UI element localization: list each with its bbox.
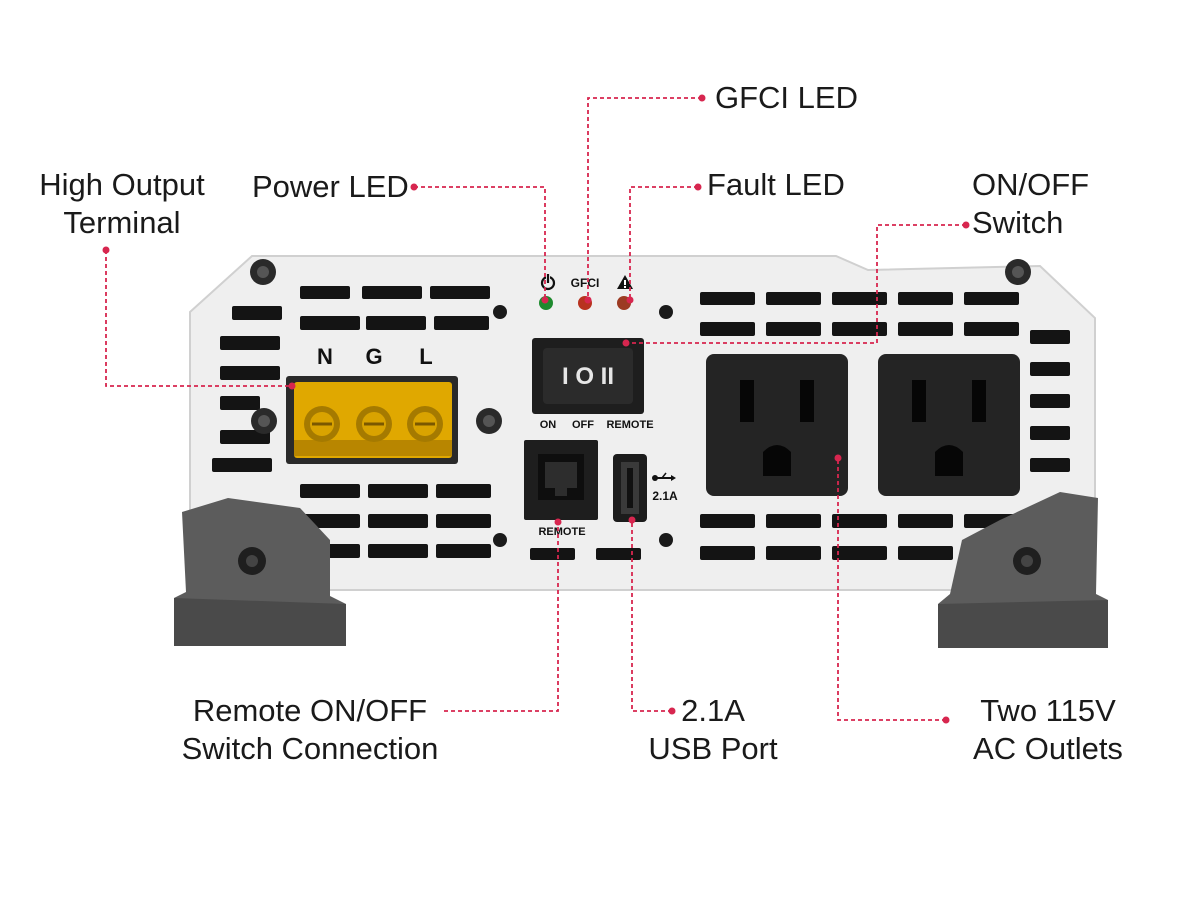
- callout-line: 2.1A: [681, 693, 745, 728]
- callout-power-led: Power LED: [252, 169, 409, 204]
- callout-line: Terminal: [63, 205, 181, 240]
- callout-high-output-terminal: High Output Terminal: [22, 166, 222, 242]
- callout-usb-port: 2.1A USB Port: [640, 692, 786, 768]
- callout-line: Switch: [972, 205, 1064, 240]
- remote-port-label: REMOTE: [538, 526, 585, 538]
- usb-icon: [652, 472, 676, 481]
- callout-line: ON/OFF: [972, 167, 1090, 202]
- svg-text:I O II: I O II: [562, 363, 614, 390]
- power-icon: [540, 274, 556, 291]
- callout-line: AC Outlets: [973, 731, 1123, 766]
- callout-line: Two 115V: [980, 693, 1116, 728]
- right-foot: [938, 492, 1108, 648]
- callout-gfci-led: GFCI LED: [715, 80, 858, 115]
- callout-remote-switch-connection: Remote ON/OFF Switch Connection: [168, 692, 452, 768]
- usb-port[interactable]: [613, 454, 647, 522]
- ac-outlet-right[interactable]: [878, 354, 1020, 496]
- vent-slots: [212, 286, 1070, 560]
- high-output-terminal-block[interactable]: [286, 376, 458, 464]
- terminal-label-g: G: [365, 344, 382, 369]
- usb-rating-label: 2.1A: [652, 489, 678, 503]
- left-foot: [174, 498, 346, 646]
- terminal-label-l: L: [419, 344, 432, 369]
- callout-fault-led: Fault LED: [707, 167, 845, 202]
- callout-line: Switch Connection: [181, 731, 439, 766]
- callout-ac-outlets: Two 115V AC Outlets: [958, 692, 1138, 768]
- callout-on-off-switch: ON/OFF Switch: [972, 166, 1089, 242]
- on-off-switch[interactable]: I O II: [532, 338, 644, 414]
- inverter-front-panel: N G L GFCI: [174, 255, 1108, 648]
- warning-icon: [617, 275, 633, 289]
- switch-on-label: ON: [540, 419, 557, 431]
- screw-icon: [250, 259, 1031, 547]
- terminal-label-n: N: [317, 344, 333, 369]
- switch-remote-label: REMOTE: [606, 419, 653, 431]
- switch-off-label: OFF: [572, 419, 594, 431]
- leader-dots: [102, 94, 970, 724]
- callout-line: USB Port: [648, 731, 778, 766]
- remote-port[interactable]: [524, 440, 598, 520]
- callout-line: Remote ON/OFF: [192, 693, 428, 728]
- ac-outlet-left[interactable]: [706, 354, 848, 496]
- callout-line: High Output: [39, 167, 205, 202]
- gfci-label: GFCI: [571, 276, 600, 290]
- leader-lines: [105, 97, 966, 721]
